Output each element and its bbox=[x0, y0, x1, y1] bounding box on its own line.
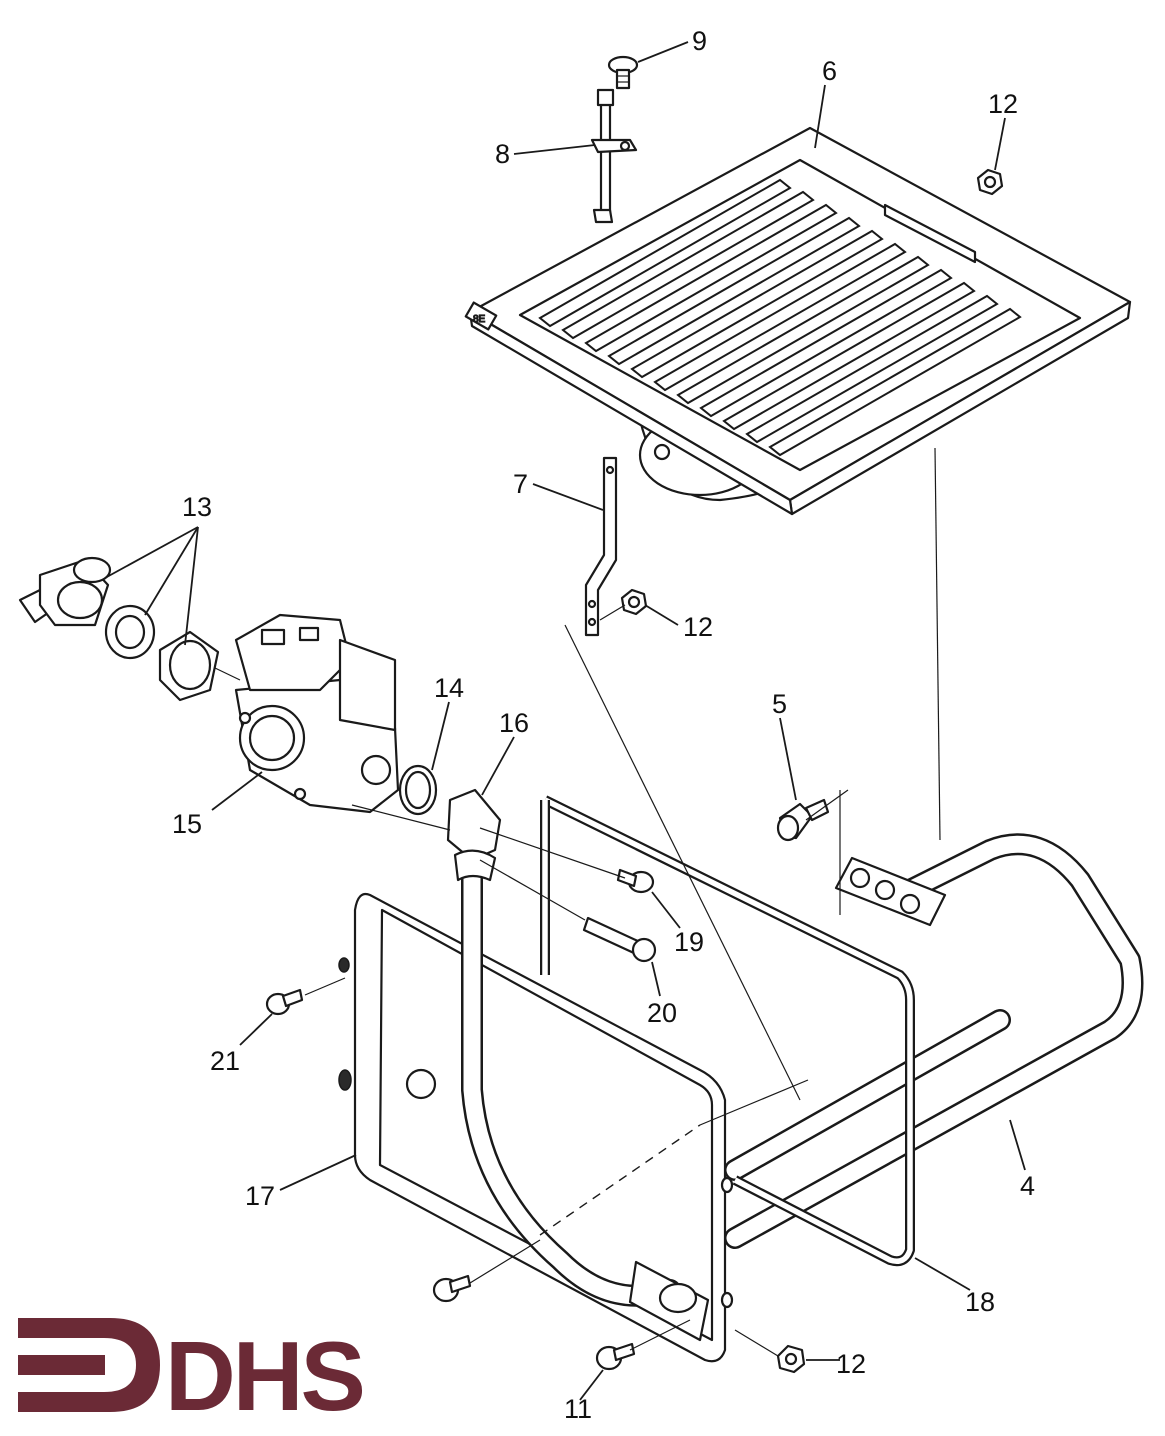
callout-21: 21 bbox=[210, 1046, 240, 1076]
callout-11: 11 bbox=[564, 1394, 592, 1424]
leader-lines bbox=[104, 41, 1026, 1401]
dhs-logo: DHS bbox=[18, 1318, 366, 1431]
screw-part-19 bbox=[616, 868, 655, 894]
bracket-part-7 bbox=[584, 456, 618, 637]
injector-part-5 bbox=[776, 798, 830, 842]
callout-12-middle: 12 bbox=[683, 612, 713, 642]
nut-part-12-middle bbox=[620, 588, 648, 616]
electrode-part-8 bbox=[590, 88, 638, 224]
screw-part-11 bbox=[595, 1342, 636, 1371]
o-ring-part-14 bbox=[398, 764, 438, 816]
callout-13: 13 bbox=[182, 492, 212, 522]
callout-12-bottom: 12 bbox=[836, 1349, 866, 1379]
callout-6: 6 bbox=[822, 56, 837, 86]
pipe-mounting-plate bbox=[834, 856, 947, 927]
pipe-loop-part-4 bbox=[724, 833, 1144, 1249]
burner-tray-part-6: 8E bbox=[464, 126, 1132, 516]
screw-part-9 bbox=[607, 55, 639, 90]
screw-part-21 bbox=[265, 988, 304, 1016]
callout-7: 7 bbox=[513, 469, 528, 499]
callout-12-top: 12 bbox=[988, 89, 1018, 119]
callout-19: 19 bbox=[674, 927, 704, 957]
callout-8: 8 bbox=[495, 139, 510, 169]
tray-label-plate: 8E bbox=[473, 314, 486, 325]
callout-5: 5 bbox=[772, 689, 787, 719]
callout-16: 16 bbox=[499, 708, 529, 738]
elbow-pipe-part-16 bbox=[446, 788, 681, 1307]
nut-part-12-top bbox=[976, 168, 1004, 196]
callout-4: 4 bbox=[1020, 1171, 1035, 1201]
assembly-lines bbox=[214, 447, 941, 1357]
screw-bottom-left bbox=[432, 1274, 472, 1303]
dhs-logo-arrow bbox=[18, 1318, 160, 1412]
burner-slots bbox=[538, 178, 1022, 457]
callout-15: 15 bbox=[172, 809, 202, 839]
callout-20: 20 bbox=[647, 998, 677, 1028]
screw-part-20 bbox=[582, 916, 657, 963]
gas-valve-part-15 bbox=[234, 613, 400, 814]
callout-numbers: 9 6 12 8 7 12 13 14 16 5 15 19 20 21 17 … bbox=[172, 26, 1035, 1424]
callout-18: 18 bbox=[965, 1287, 995, 1317]
rear-frame-part-18 bbox=[540, 795, 915, 1267]
callout-9: 9 bbox=[692, 26, 707, 56]
dhs-logo-text: DHS bbox=[165, 1321, 363, 1431]
callout-14: 14 bbox=[434, 673, 464, 703]
callout-17: 17 bbox=[245, 1181, 275, 1211]
nut-part-12-bottom bbox=[776, 1344, 806, 1374]
fittings-part-13 bbox=[18, 556, 220, 702]
